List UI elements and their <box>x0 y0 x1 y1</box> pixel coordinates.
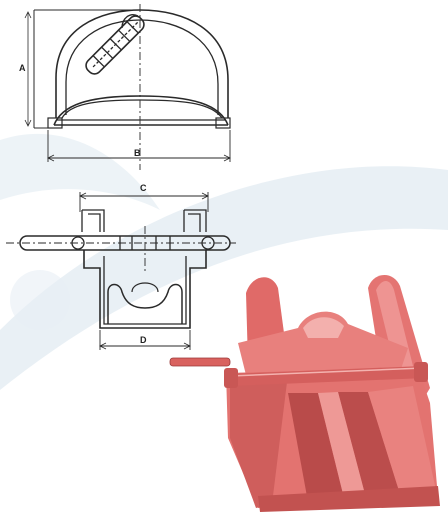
chain-stopper-photo <box>169 274 440 512</box>
front-view-drawing <box>6 192 236 350</box>
side-view-drawing <box>24 4 231 170</box>
dimension-label-c: C <box>140 183 147 193</box>
dimension-label-a: A <box>19 63 26 73</box>
dimension-label-d: D <box>140 335 147 345</box>
dimension-label-b: B <box>134 148 141 158</box>
